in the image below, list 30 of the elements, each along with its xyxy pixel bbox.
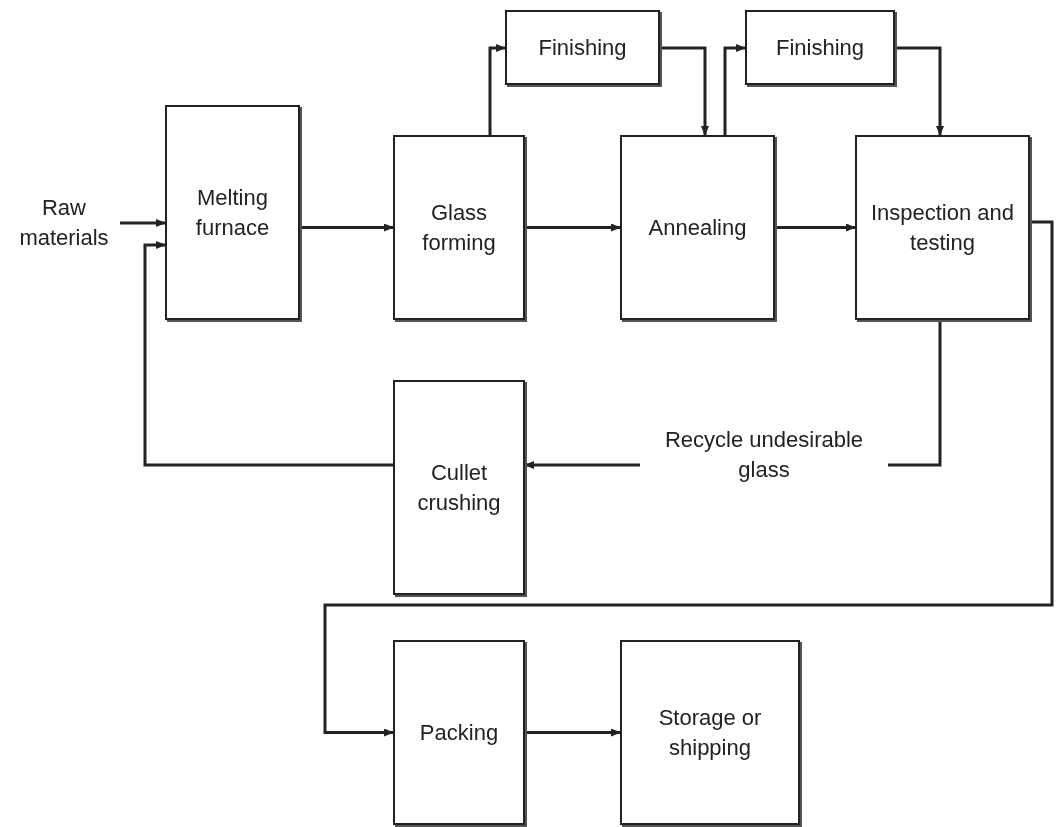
arrow: [120, 219, 166, 227]
process-box: [393, 640, 525, 825]
arrow: [300, 223, 394, 232]
arrow: [723, 44, 746, 135]
box-label: Cullet crushing: [416, 458, 502, 517]
process-box: [165, 105, 300, 320]
arrow: [525, 728, 621, 737]
box-label: Finishing: [775, 33, 864, 62]
arrow: [143, 241, 393, 467]
box-label: Glass forming: [421, 198, 497, 257]
process-box: [855, 135, 1030, 320]
box-label: Inspection and testing: [869, 198, 1016, 257]
box-label: Annealing: [648, 213, 747, 242]
box-label: Finishing: [538, 33, 627, 62]
box-label: Packing: [419, 718, 499, 747]
process-box: [393, 380, 525, 595]
arrow: [895, 46, 944, 136]
process-box: [393, 135, 525, 320]
arrow: [525, 223, 621, 232]
arrow: [488, 44, 506, 135]
arrow: [660, 46, 709, 136]
arrow: [775, 223, 856, 232]
input-label: Raw materials: [18, 194, 110, 252]
box-label: Storage or shipping: [657, 703, 763, 762]
process-box: [620, 640, 800, 825]
process-box: [745, 10, 895, 85]
arrow: [323, 220, 1054, 737]
process-box: [505, 10, 660, 85]
box-label: Melting furnace: [194, 183, 271, 242]
process-box: [620, 135, 775, 320]
